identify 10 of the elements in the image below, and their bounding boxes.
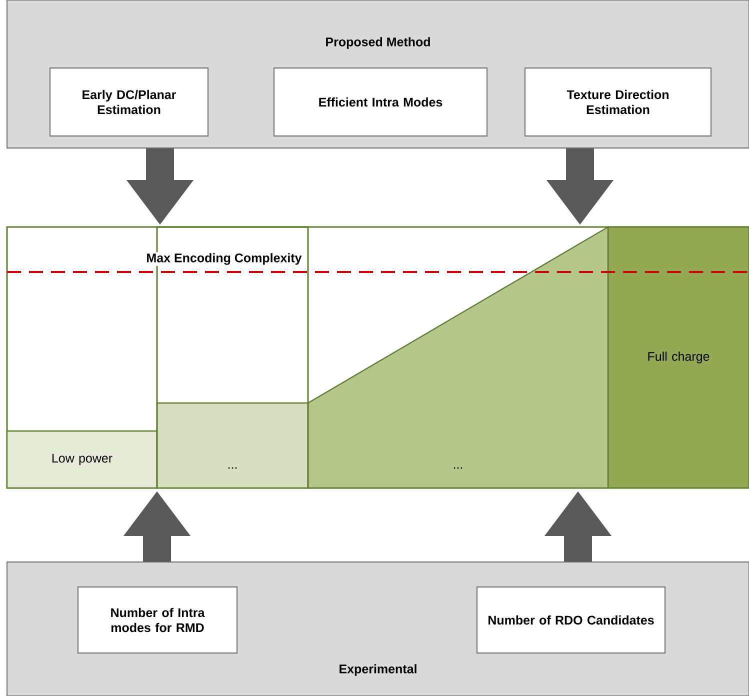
level-ramp: ... xyxy=(307,226,609,489)
process-box: Texture Direction Estimation xyxy=(524,67,712,137)
process-box: Early DC/Planar Estimation xyxy=(49,67,209,137)
process-box: Efficient Intra Modes xyxy=(273,67,488,137)
threshold-label: Max Encoding Complexity xyxy=(145,252,303,266)
level-box: Low power xyxy=(6,430,158,489)
level-box: ... xyxy=(156,402,309,489)
process-box: Number of RDO Candidates xyxy=(476,586,666,654)
process-box: Number of Intra modes for RMD xyxy=(77,586,238,654)
level-box: Full charge xyxy=(607,226,749,489)
